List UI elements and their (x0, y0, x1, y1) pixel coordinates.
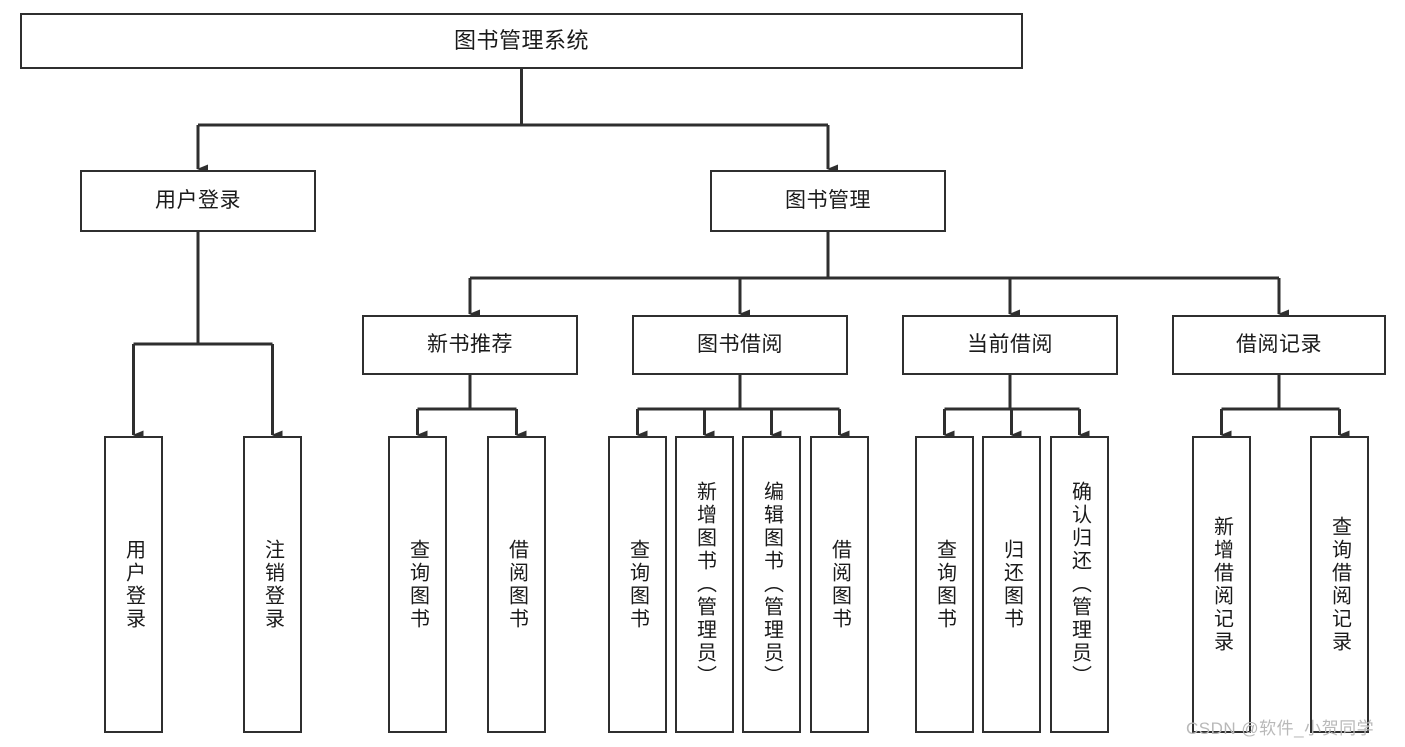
leaf-lr-add-loan-record[interactable]: 新增借阅记录 (1192, 436, 1251, 733)
node-label: 新书推荐 (427, 332, 513, 356)
node-user-login-module[interactable]: 用户登录 (80, 170, 316, 232)
leaf-bb-add-book-admin[interactable]: 新增图书（管理员） (675, 436, 734, 733)
leaf-user-login[interactable]: 用户登录 (104, 436, 163, 733)
node-label: 借阅图书 (505, 538, 528, 631)
node-label: 图书借阅 (697, 332, 783, 356)
node-label: 确认归还（管理员） (1068, 481, 1091, 688)
node-label: 用户登录 (155, 188, 241, 212)
node-label: 图书管理系统 (453, 28, 589, 54)
watermark-text: CSDN @软件_小贺同学 (1186, 719, 1375, 738)
leaf-lr-query-loan-record[interactable]: 查询借阅记录 (1310, 436, 1369, 733)
leaf-cl-query-books[interactable]: 查询图书 (915, 436, 974, 733)
leaf-cl-confirm-return-admin[interactable]: 确认归还（管理员） (1050, 436, 1109, 733)
node-root-system[interactable]: 图书管理系统 (20, 13, 1023, 69)
node-new-book-recommendation[interactable]: 新书推荐 (362, 315, 578, 375)
node-label: 图书管理 (785, 188, 871, 212)
leaf-bb-edit-book-admin[interactable]: 编辑图书（管理员） (742, 436, 801, 733)
leaf-rec-borrow-books[interactable]: 借阅图书 (487, 436, 546, 733)
node-label: 查询图书 (933, 538, 956, 631)
node-label: 用户登录 (122, 538, 145, 631)
node-label: 当前借阅 (967, 332, 1053, 356)
leaf-rec-query-books[interactable]: 查询图书 (388, 436, 447, 733)
node-label: 查询图书 (626, 538, 649, 631)
node-label: 归还图书 (1000, 538, 1023, 631)
node-label: 查询借阅记录 (1328, 515, 1351, 654)
node-label: 编辑图书（管理员） (760, 481, 783, 688)
node-label: 查询图书 (406, 538, 429, 631)
node-label: 新增图书（管理员） (693, 481, 716, 688)
node-current-loans[interactable]: 当前借阅 (902, 315, 1118, 375)
leaf-cl-return-books[interactable]: 归还图书 (982, 436, 1041, 733)
node-label: 新增借阅记录 (1210, 515, 1233, 654)
node-label: 借阅记录 (1236, 332, 1322, 356)
node-book-borrowing[interactable]: 图书借阅 (632, 315, 848, 375)
leaf-user-logout[interactable]: 注销登录 (243, 436, 302, 733)
node-book-management-module[interactable]: 图书管理 (710, 170, 946, 232)
node-loan-records[interactable]: 借阅记录 (1172, 315, 1386, 375)
leaf-bb-borrow-books[interactable]: 借阅图书 (810, 436, 869, 733)
node-label: 借阅图书 (828, 538, 851, 631)
leaf-bb-query-books[interactable]: 查询图书 (608, 436, 667, 733)
node-label: 注销登录 (261, 538, 284, 631)
